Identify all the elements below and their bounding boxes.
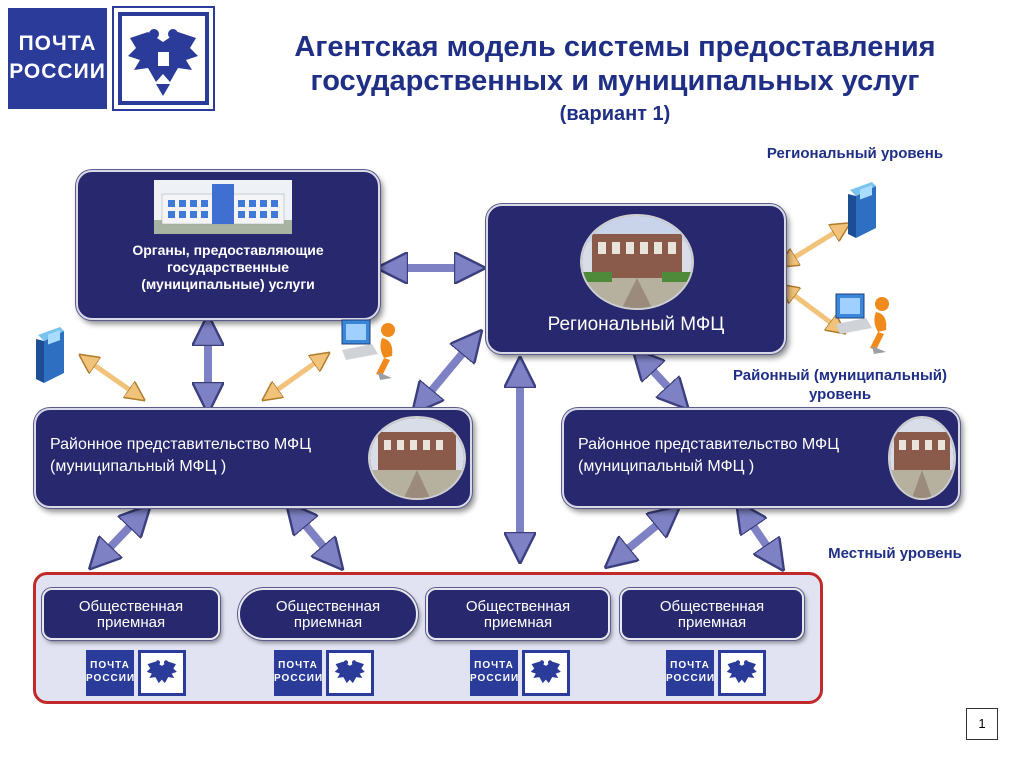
post-logo-2-text: ПОЧТА РОССИИ bbox=[274, 650, 322, 696]
post-logo-4-eagle-icon bbox=[718, 650, 766, 696]
district-left-photo-icon bbox=[368, 416, 466, 500]
kiosk-terminal-right-icon bbox=[842, 180, 898, 242]
post-logo-3-line1: ПОЧТА bbox=[474, 660, 514, 671]
government-building-icon bbox=[154, 180, 292, 234]
district-level-line1: Районный (муниципальный) bbox=[732, 367, 948, 384]
authorities-label: Органы, предоставляющие государственные … bbox=[88, 242, 368, 293]
post-logo-3-text: ПОЧТА РОССИИ bbox=[470, 650, 518, 696]
public-reception-1: Общественная приемная bbox=[42, 588, 220, 640]
post-logo-1-line1: ПОЧТА bbox=[90, 660, 130, 671]
district-left-line1: Районное представительство МФЦ bbox=[50, 436, 312, 453]
district-level-label: Районный (муниципальный) уровень bbox=[690, 366, 990, 404]
district-mfc-right-box: Районное представительство МФЦ (муниципа… bbox=[562, 408, 960, 508]
regional-mfc-label: Региональный МФЦ bbox=[547, 314, 725, 335]
post-logo-4-line1: ПОЧТА bbox=[670, 660, 710, 671]
district-left-line2: (муниципальный МФЦ ) bbox=[50, 458, 227, 475]
regional-level-label: Региональный уровень bbox=[766, 145, 944, 162]
post-logo-2-line1: ПОЧТА bbox=[278, 660, 318, 671]
logo-line1: ПОЧТА bbox=[18, 32, 97, 55]
reception-4-line2: приемная bbox=[677, 614, 747, 631]
arrow-kiosk-left bbox=[87, 360, 137, 395]
eagle-emblem-icon bbox=[112, 6, 215, 111]
public-reception-3: Общественная приемная bbox=[426, 588, 610, 640]
authorities-line2: государственные bbox=[167, 259, 289, 275]
reception-4-line1: Общественная bbox=[659, 598, 765, 615]
arrow-kiosk-right bbox=[787, 228, 842, 262]
district-level-line2: уровень bbox=[808, 386, 872, 403]
post-logo-1: ПОЧТА РОССИИ bbox=[86, 650, 188, 696]
public-reception-4: Общественная приемная bbox=[620, 588, 804, 640]
post-logo-1-line2: РОССИИ bbox=[86, 673, 136, 684]
arrow-regional-district-left bbox=[422, 342, 472, 402]
arrow-district-left-reception2 bbox=[296, 514, 333, 558]
arrow-regional-district-right bbox=[643, 360, 678, 398]
reception-1-line1: Общественная bbox=[78, 598, 184, 615]
title-line2: государственных и муниципальных услуг bbox=[310, 65, 920, 97]
arrow-district-left-reception1 bbox=[100, 516, 140, 558]
authorities-box: Органы, предоставляющие государственные … bbox=[76, 170, 380, 320]
public-reception-2: Общественная приемная bbox=[238, 588, 418, 640]
mfc-building-photo-icon bbox=[580, 214, 694, 310]
post-logo-4-text: ПОЧТА РОССИИ bbox=[666, 650, 714, 696]
arrow-pc-right bbox=[787, 290, 838, 328]
reception-2-line2: приемная bbox=[293, 614, 363, 631]
district-right-label: Районное представительство МФЦ (муниципа… bbox=[578, 434, 888, 478]
post-logo-2-eagle-icon bbox=[326, 650, 374, 696]
post-logo-4-line2: РОССИИ bbox=[666, 673, 716, 684]
post-logo-4: ПОЧТА РОССИИ bbox=[666, 650, 768, 696]
post-logo-1-text: ПОЧТА РОССИИ bbox=[86, 650, 134, 696]
post-logo-1-eagle-icon bbox=[138, 650, 186, 696]
post-logo-3-eagle-icon bbox=[522, 650, 570, 696]
computer-user-left-icon bbox=[338, 314, 410, 384]
post-logo-3-line2: РОССИИ bbox=[470, 673, 520, 684]
reception-2-line1: Общественная bbox=[275, 598, 381, 615]
reception-3-line1: Общественная bbox=[465, 598, 571, 615]
district-left-label: Районное представительство МФЦ (муниципа… bbox=[50, 434, 370, 478]
local-level-label: Местный уровень bbox=[828, 545, 962, 562]
post-logo-2: ПОЧТА РОССИИ bbox=[274, 650, 376, 696]
title-line1: Агентская модель системы предоставления bbox=[294, 31, 936, 63]
post-logo-2-line2: РОССИИ bbox=[274, 673, 324, 684]
post-logo-3: ПОЧТА РОССИИ bbox=[470, 650, 572, 696]
reception-3-line2: приемная bbox=[483, 614, 553, 631]
arrow-pc-left bbox=[270, 358, 322, 395]
computer-user-right-icon bbox=[832, 288, 904, 358]
logo-line2: РОССИИ bbox=[9, 60, 106, 83]
arrow-district-right-reception3 bbox=[617, 516, 668, 558]
district-right-line2: (муниципальный МФЦ ) bbox=[578, 458, 755, 475]
reception-1-line2: приемная bbox=[96, 614, 166, 631]
district-right-photo-icon bbox=[888, 416, 956, 500]
pochta-rossii-logo: ПОЧТА РОССИИ bbox=[8, 8, 107, 109]
district-right-line1: Районное представительство МФЦ bbox=[578, 436, 840, 453]
authorities-line1: Органы, предоставляющие bbox=[132, 242, 324, 258]
arrow-district-right-reception4 bbox=[745, 514, 775, 558]
regional-mfc-box: Региональный МФЦ bbox=[486, 204, 786, 354]
page-subtitle: (вариант 1) bbox=[559, 103, 671, 125]
authorities-line3: (муниципальные) услуги bbox=[141, 276, 315, 292]
district-mfc-left-box: Районное представительство МФЦ (муниципа… bbox=[34, 408, 472, 508]
page-number: 1 bbox=[966, 708, 998, 740]
kiosk-terminal-left-icon bbox=[30, 325, 86, 387]
page-title: Агентская модель системы предоставления … bbox=[215, 30, 1015, 98]
